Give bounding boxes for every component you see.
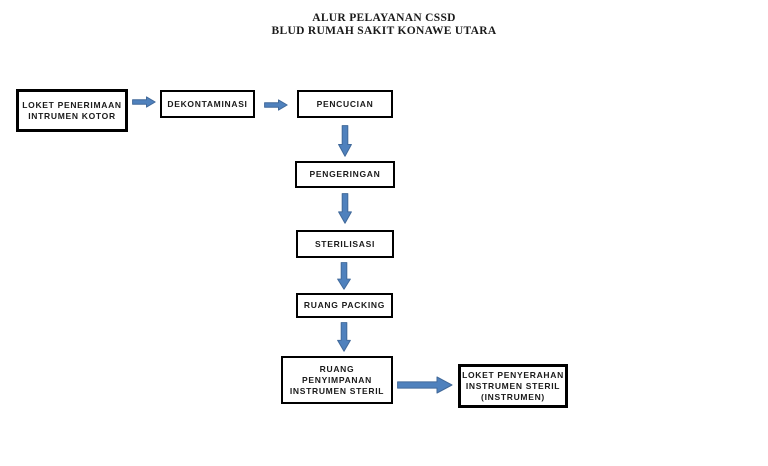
node-label-line: PENGERINGAN xyxy=(309,169,381,179)
node-loket-penerimaan: LOKET PENERIMAAN INTRUMEN KOTOR xyxy=(16,89,128,132)
node-ruang-penyimpanan: RUANG PENYIMPANAN INSTRUMEN STERIL xyxy=(281,356,393,404)
node-pengeringan: PENGERINGAN xyxy=(295,161,395,188)
page-title-line1: ALUR PELAYANAN CSSD xyxy=(312,12,456,24)
arrow-down-icon xyxy=(338,125,352,157)
arrow-right-icon xyxy=(264,99,288,111)
node-label-line: DEKONTAMINASI xyxy=(167,98,248,109)
node-label-line: RUANG xyxy=(319,363,355,374)
node-label-line: PENCUCIAN xyxy=(316,98,374,109)
node-loket-penyerahan: LOKET PENYERAHAN INSTRUMEN STERIL (INSTR… xyxy=(458,364,568,408)
page-title-line2: BLUD RUMAH SAKIT KONAWE UTARA xyxy=(271,25,497,37)
node-dekontaminasi: DEKONTAMINASI xyxy=(160,90,255,118)
node-label-line: INSTRUMEN STERIL xyxy=(465,380,561,391)
node-pencucian: PENCUCIAN xyxy=(297,90,393,118)
node-sterilisasi: STERILISASI xyxy=(296,230,394,258)
node-label-line: LOKET PENERIMAAN xyxy=(22,99,122,110)
node-label-line: RUANG PACKING xyxy=(303,300,386,310)
node-label-line: PENYIMPANAN xyxy=(302,374,372,385)
node-label-line: STERILISASI xyxy=(314,238,376,249)
arrow-down-icon xyxy=(337,262,351,290)
arrow-down-icon xyxy=(338,193,352,224)
arrow-down-icon xyxy=(337,322,351,352)
node-label-line: INSTRUMEN STERIL xyxy=(289,385,385,396)
arrow-right-icon xyxy=(132,96,156,108)
node-label-line: INTRUMEN KOTOR xyxy=(28,110,116,121)
node-label-line: LOKET PENYERAHAN xyxy=(462,369,564,380)
node-ruang-packing: RUANG PACKING xyxy=(296,293,393,318)
arrow-right-icon xyxy=(397,376,453,394)
page-title: ALUR PELAYANAN CSSD BLUD RUMAH SAKIT KON… xyxy=(0,12,768,38)
node-label-line: (INSTRUMEN) xyxy=(481,391,545,402)
